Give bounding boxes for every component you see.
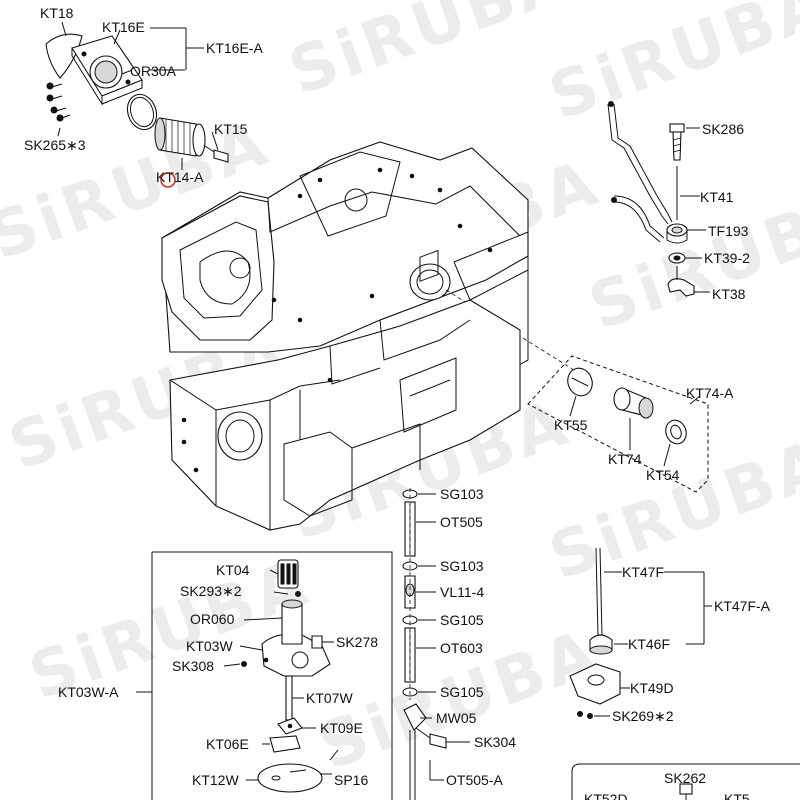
watermark-text: SiRUBA: [540, 426, 800, 595]
label-sk293: SK293∗2: [180, 583, 242, 599]
kt07w-shaft-shape: [285, 675, 293, 721]
label-kt16e-a: KT16E-A: [206, 40, 263, 56]
label-kt5-partial: KT5: [724, 791, 750, 800]
label-kt14-a: KT14-A: [156, 169, 204, 185]
label-kt07w: KT07W: [306, 690, 353, 706]
label-kt52d-partial: KT52D: [584, 791, 628, 800]
label-ot505: OT505: [440, 514, 483, 530]
label-sp16: SP16: [334, 772, 368, 788]
label-tf193: TF193: [708, 223, 749, 239]
kt03w-a-pump-group: [136, 551, 393, 800]
label-sk278: SK278: [336, 634, 378, 650]
label-sk262: SK262: [664, 770, 706, 786]
label-kt09e: KT09E: [320, 720, 363, 736]
kt74a-bushing-group: [527, 355, 709, 493]
label-kt18: KT18: [40, 5, 74, 21]
kt47f-rod-shape: [595, 547, 599, 637]
label-kt41: KT41: [700, 189, 734, 205]
watermark-text: SiRUBA: [540, 0, 800, 135]
label-sk308: SK308: [172, 658, 214, 674]
label-kt74-a: KT74-A: [686, 385, 734, 401]
label-sk286: SK286: [702, 121, 744, 137]
sk286-screw-head: [669, 123, 685, 133]
label-sg105-lower: SG105: [440, 684, 484, 700]
filter-assembly: [45, 21, 229, 170]
label-sk265: SK265∗3: [24, 137, 86, 153]
part-labels: KT18 KT16E KT16E-A OR30A KT15 KT14-A SK2…: [24, 5, 771, 800]
oil-tube-column: [402, 488, 470, 800]
label-kt04: KT04: [216, 562, 250, 578]
kt15-nipple-shape: [213, 149, 229, 163]
label-or30a: OR30A: [130, 63, 177, 79]
highlight-marker-icon: [160, 172, 176, 188]
label-kt55: KT55: [554, 417, 588, 433]
label-ot505-a: OT505-A: [446, 772, 503, 788]
label-kt03w-a: KT03W-A: [58, 684, 119, 700]
watermark-text: SiRUBA: [280, 0, 579, 110]
kt06e-shape: [269, 735, 301, 753]
label-vl11-4: VL11-4: [440, 584, 484, 600]
label-kt03w: KT03W: [186, 638, 233, 654]
label-sk269: SK269∗2: [612, 708, 674, 724]
label-kt49d: KT49D: [630, 680, 674, 696]
label-kt38: KT38: [712, 286, 746, 302]
kt14a-filter-shape: [154, 117, 206, 157]
main-gearbox-housing: [161, 141, 591, 531]
label-sg105-upper: SG105: [440, 612, 484, 628]
label-kt46f: KT46F: [628, 636, 670, 652]
sk265-screws: [46, 82, 71, 122]
label-mw05: MW05: [436, 710, 477, 726]
oil-pipe-assembly: [607, 101, 710, 297]
bottom-right-partial-group: [571, 763, 800, 800]
label-kt12w: KT12W: [192, 772, 239, 788]
label-kt47f: KT47F: [622, 564, 664, 580]
label-kt39-2: KT39-2: [704, 250, 750, 266]
kt49d-bracket-shape: [569, 663, 621, 705]
label-or060: OR060: [190, 611, 235, 627]
label-sg103-upper: SG103: [440, 486, 484, 502]
label-kt06e: KT06E: [206, 736, 249, 752]
kt12w-plate-shape: [257, 763, 323, 793]
kt47f-a-gauge-group: [569, 547, 712, 719]
label-sg103-lower: SG103: [440, 558, 484, 574]
label-sk304: SK304: [474, 734, 516, 750]
label-kt16e: KT16E: [102, 19, 145, 35]
label-ot603: OT603: [440, 640, 483, 656]
label-kt15: KT15: [214, 121, 248, 137]
label-kt54: KT54: [646, 467, 680, 483]
label-kt47f-a: KT47F-A: [714, 598, 771, 614]
label-kt74: KT74: [608, 451, 642, 467]
